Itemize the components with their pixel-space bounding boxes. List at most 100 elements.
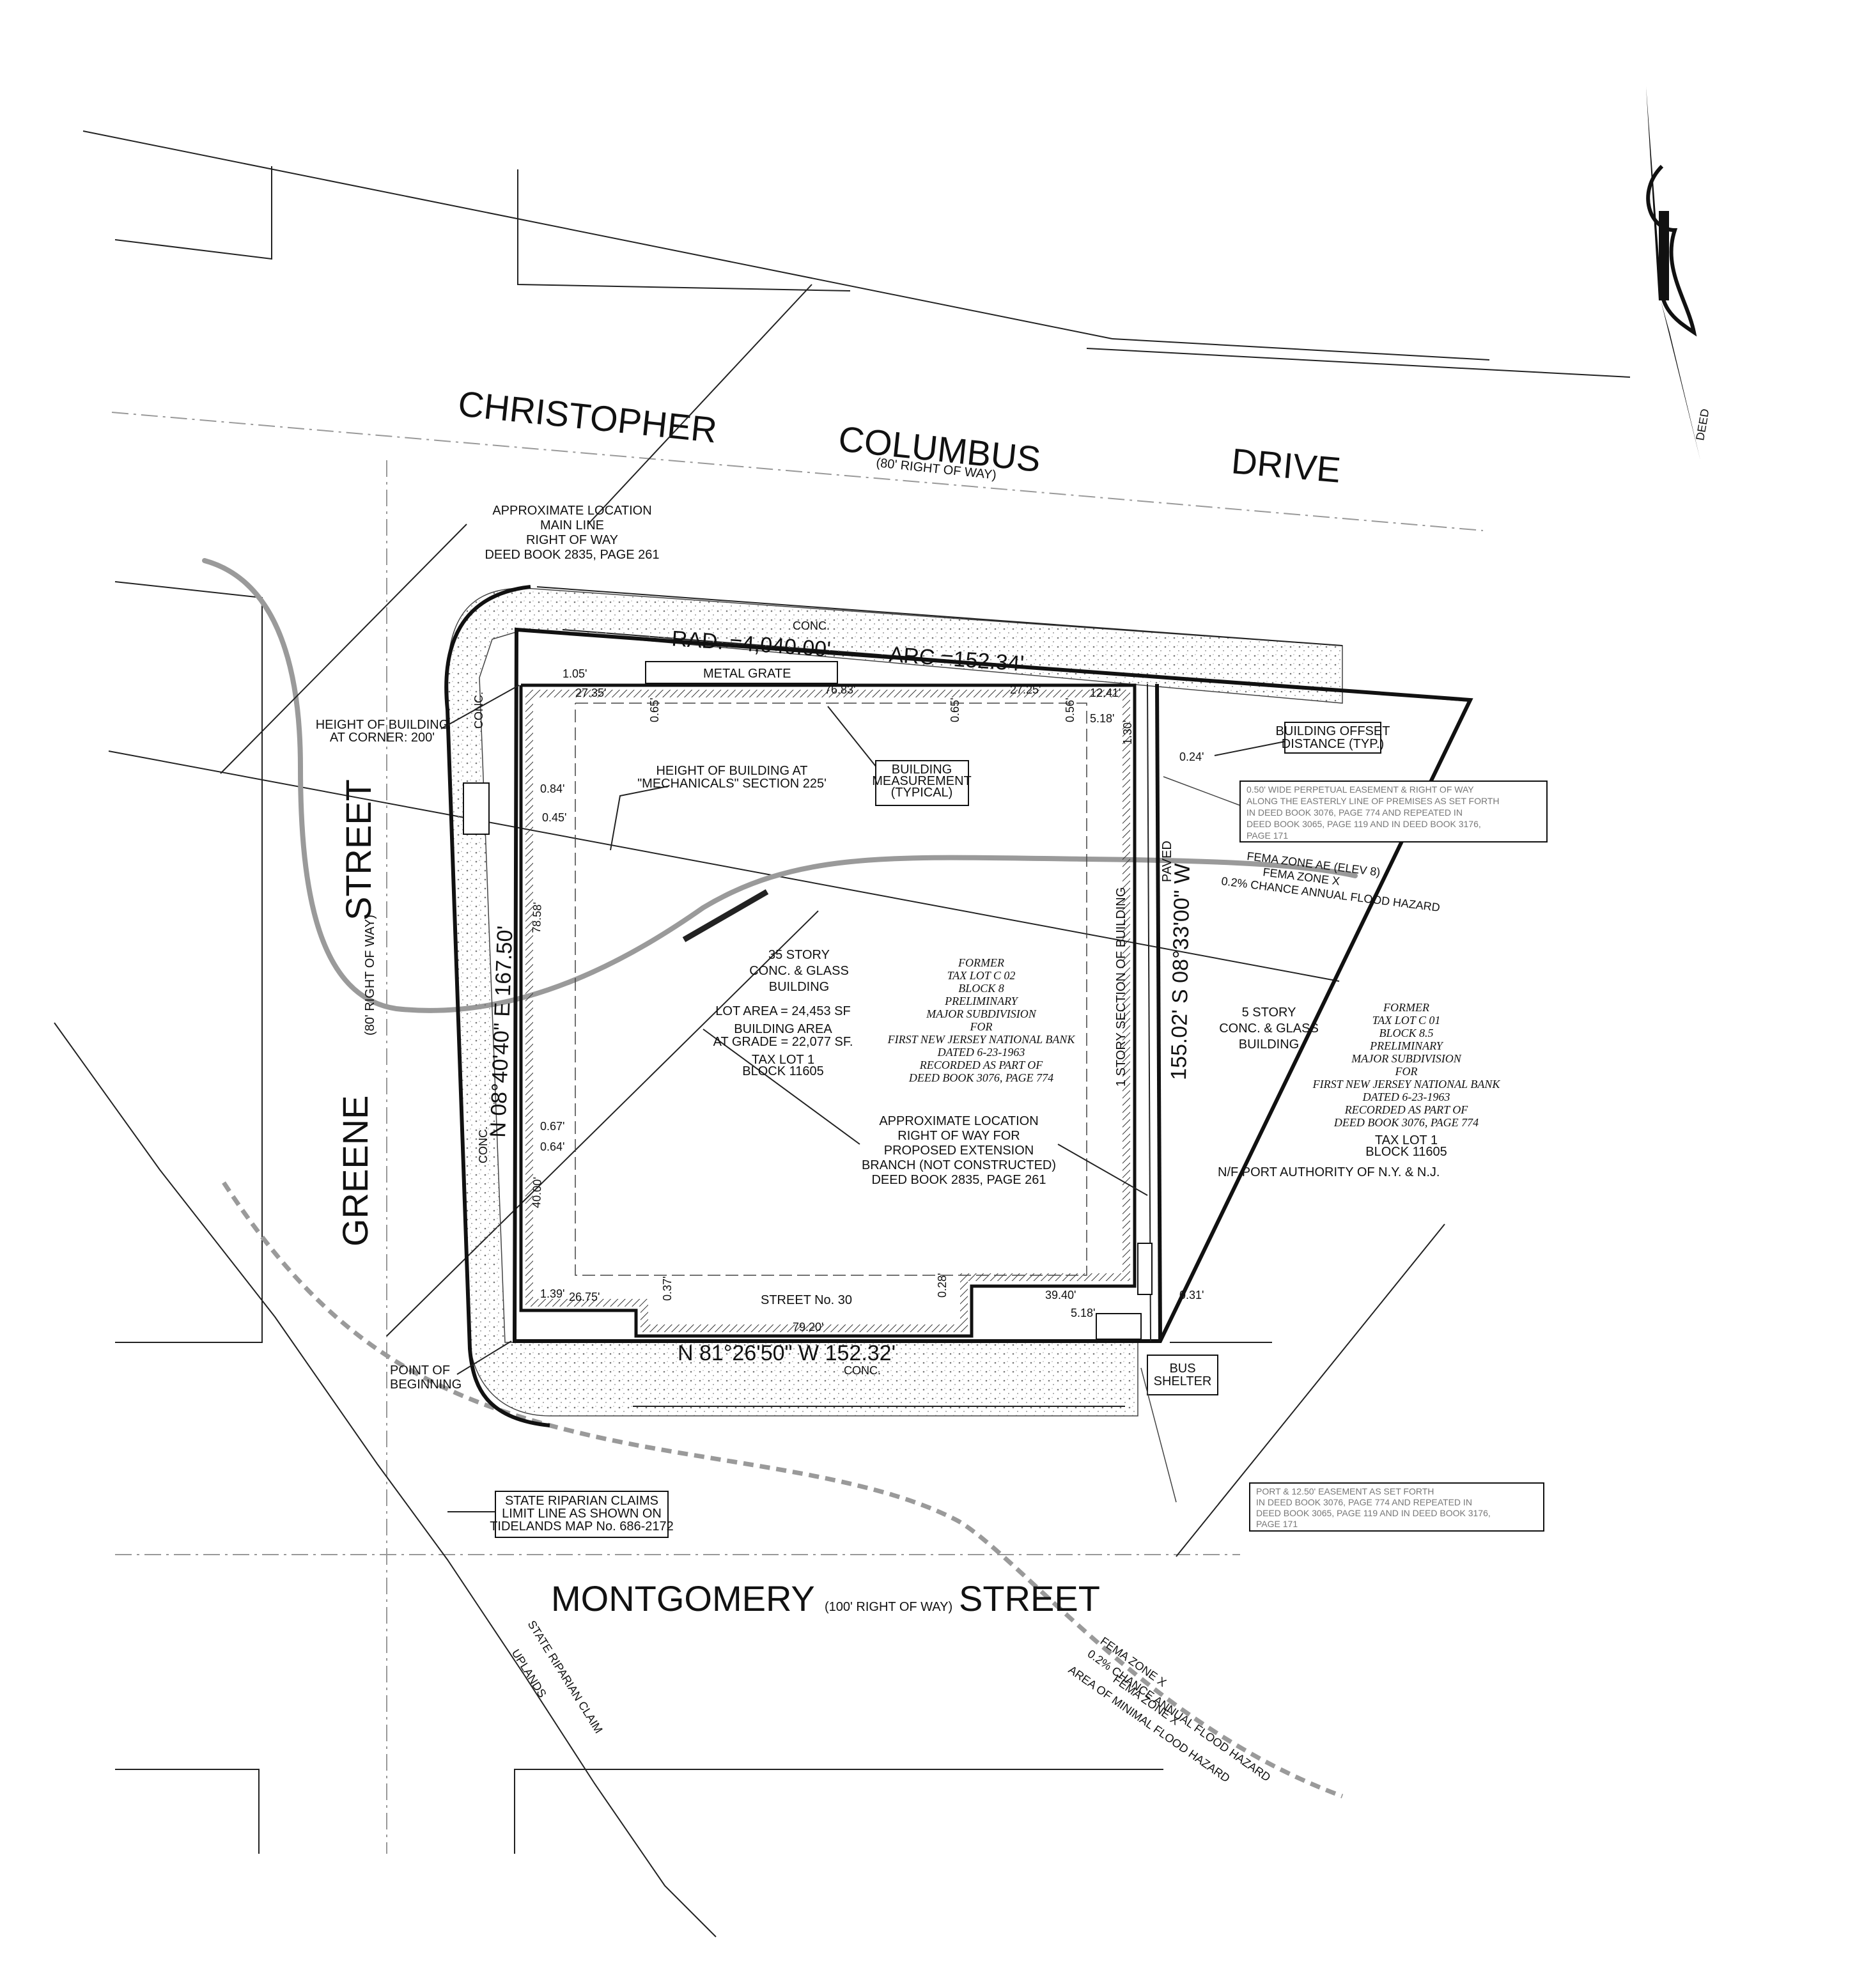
height-mech-text-1: "MECHANICALS" SECTION 225' [637, 777, 827, 791]
easement-s-text-0: PORT & 12.50' EASEMENT AS SET FORTH [1256, 1486, 1434, 1496]
conc-west2: CONC. [477, 1126, 490, 1163]
height-corner-text-1: AT CORNER: 200' [330, 731, 435, 745]
sdim-22: 0.65' [949, 698, 961, 722]
conc-south: CONC. [844, 1364, 881, 1377]
easement-s-text-2: DEED BOOK 3065, PAGE 119 AND IN DEED BOO… [1256, 1508, 1491, 1518]
riparian-line-1: UPLANDS [509, 1647, 549, 1700]
bldg-meas-leader [827, 706, 880, 771]
extension-row-line-b [1176, 1223, 1445, 1557]
sdim-13: 26.75' [569, 1291, 600, 1303]
flood-lines [202, 558, 1358, 1799]
main-former-9: DEED BOOK 3076, PAGE 774 [908, 1071, 1053, 1084]
main-lot-area: LOT AREA = 24,453 SF [715, 1004, 850, 1018]
extension-text-2: PROPOSED EXTENSION [884, 1144, 1034, 1158]
conc-west: CONC. [472, 692, 485, 729]
east-former-3: PRELIMINARY [1369, 1039, 1444, 1052]
bldg-meas-text-1: MEASUREMENT [872, 774, 972, 788]
main-line-text-3: DEED BOOK 2835, PAGE 261 [485, 548, 659, 562]
east-former-5: FOR [1395, 1065, 1418, 1078]
montgomery-row-label: (100' RIGHT OF WAY) [825, 1600, 952, 1614]
n-block [517, 169, 851, 291]
stair-east [1137, 1243, 1153, 1295]
sdim-19: 0.31' [1179, 1289, 1204, 1301]
main-former-6: FIRST NEW JERSEY NATIONAL BANK [887, 1033, 1076, 1046]
sdim-12: 1.39' [540, 1287, 564, 1300]
west-curb [444, 585, 550, 1427]
cc-drive-east-line-a [1112, 338, 1490, 361]
small-dimensions: 1.05' 27.35' 76.83' 27.25' 12.41' 5.18' … [530, 667, 1204, 1333]
sidewalks [444, 585, 1343, 1427]
pob-leader [456, 1340, 512, 1375]
riparian-text-2: TIDELANDS MAP No. 686-2172 [490, 1519, 674, 1534]
street-drive: DRIVE [1230, 440, 1342, 490]
height-mech-leader [610, 786, 669, 851]
sdim-10: 0.67' [540, 1120, 564, 1133]
easement-s-text-1: IN DEED BOOK 3076, PAGE 774 AND REPEATED… [1256, 1497, 1472, 1507]
bus-text-0: BUS [1169, 1362, 1195, 1376]
main-line-leader [587, 284, 812, 525]
pob-text-1: BEGINNING [390, 1378, 462, 1392]
north-arrow-tail [1661, 300, 1700, 460]
cc-drive-centerline [111, 412, 1484, 531]
north-arrow-ornament [1646, 164, 1697, 337]
sdim-18: 5.18' [1071, 1307, 1095, 1319]
main-former-8: RECORDED AS PART OF [919, 1059, 1044, 1071]
bldg-meas-text-0: BUILDING [892, 763, 952, 777]
cc-drive-east-line-b [1086, 348, 1631, 378]
east-tax-0: TAX LOT 1 [1375, 1133, 1438, 1147]
north-sidewalk-edge [536, 586, 1343, 646]
east-line-inner [1147, 683, 1151, 1342]
setback-line [575, 703, 1087, 1276]
dimensions: RAD. =4,040.00' ARC =152.34' N 08°40'40"… [486, 626, 1195, 1365]
sdim-2: 27.35' [575, 687, 606, 699]
street-christopher: CHRISTOPHER [456, 383, 719, 450]
east-owner: N/F PORT AUTHORITY OF N.Y. & N.J. [1218, 1165, 1440, 1179]
north-arrow: DEED [1646, 86, 1712, 460]
sdim-5: 12.41' [1090, 687, 1121, 699]
offset-text-1: DISTANCE (TYP.) [1282, 737, 1384, 751]
street-montgomery: MONTGOMERY [551, 1578, 815, 1619]
paved-label: PAVED [1160, 841, 1174, 882]
extension-leader-a [703, 1029, 860, 1145]
main-bldg-name-0: 35 STORY [768, 948, 830, 962]
sdim-11: 0.64' [540, 1140, 564, 1153]
riparian-limit-line [54, 1022, 717, 1938]
sidewalk-west-north [447, 587, 1343, 1417]
pob-text-0: POINT OF [390, 1363, 450, 1378]
east-former-4: MAJOR SUBDIVISION [1351, 1052, 1461, 1065]
offset-text-0: BUILDING OFFSET [1276, 724, 1390, 738]
flood-line-x [222, 1181, 1344, 1799]
dim-south: N 81°26'50" W 152.32' [678, 1341, 896, 1365]
main-bldg-area-1: AT GRADE = 22,077 SF. [713, 1035, 853, 1049]
sdim-8: 0.84' [540, 782, 564, 795]
main-former-0: FORMER [958, 956, 1004, 969]
conc-north: CONC. [793, 619, 830, 632]
sdim-20: 78.58' [530, 902, 544, 933]
extension-text-1: RIGHT OF WAY FOR [897, 1129, 1020, 1143]
main-tax-1: BLOCK 11605 [742, 1064, 824, 1078]
sdim-7: 0.24' [1179, 750, 1204, 763]
sdim-16: 0.28' [936, 1273, 949, 1298]
dim-east: 155.02' S 08°33'00" W [1167, 863, 1195, 1080]
property-line-east [1155, 683, 1162, 1342]
main-bldg-name-2: BUILDING [769, 980, 829, 994]
sdim-1: 1.05' [563, 667, 587, 680]
main-former-3: PRELIMINARY [944, 995, 1019, 1007]
extension-row-line [386, 910, 819, 1337]
sdim-21: 0.65' [648, 698, 661, 722]
north-arrow-needle [1646, 86, 1662, 300]
s-block [514, 1769, 1163, 1854]
sdim-17: 39.40' [1045, 1289, 1076, 1301]
height-mech-text-0: HEIGHT OF BUILDING AT [656, 764, 807, 778]
main-bldg-name-1: CONC. & GLASS [749, 964, 849, 978]
east-former-6: FIRST NEW JERSEY NATIONAL BANK [1312, 1078, 1501, 1091]
easement-n-text-1: ALONG THE EASTERLY LINE OF PREMISES AS S… [1247, 796, 1499, 806]
street-number: STREET No. 30 [761, 1293, 852, 1307]
east-former-8: RECORDED AS PART OF [1344, 1103, 1469, 1116]
sdim-25: 40.00' [530, 1177, 544, 1208]
extension-text-4: DEED BOOK 2835, PAGE 261 [871, 1173, 1046, 1187]
extension-text-3: BRANCH (NOT CONSTRUCTED) [862, 1158, 1056, 1172]
extension-leader-b [1057, 1144, 1148, 1196]
east-bldg-name-1: CONC. & GLASS [1219, 1021, 1319, 1036]
sdim-6: 5.18' [1090, 712, 1114, 725]
